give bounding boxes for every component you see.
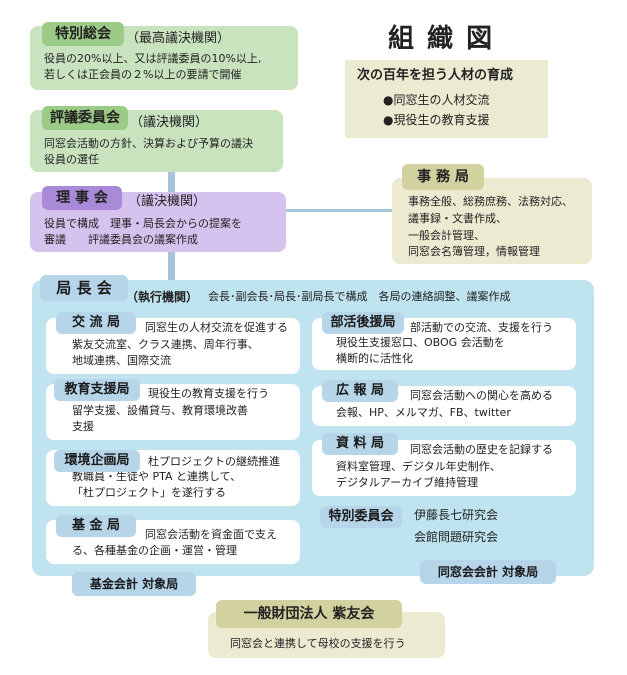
rijikai-tab: 理 事 会 xyxy=(42,186,122,210)
connector-vertical-top xyxy=(168,172,175,194)
connector-vertical-mid xyxy=(168,252,175,282)
rijikai-desc: 役員で構成 理事・局長会からの提案を xyxy=(44,217,242,230)
rijikai-role: （議決機関） xyxy=(128,194,207,209)
shiyukai-desc: 同窓会と連携して母校の支援を行う xyxy=(230,637,406,650)
shiryo-summary: 同窓会活動の歴史を記録する xyxy=(410,443,553,456)
koryu-summary: 同窓生の人材交流を促進する xyxy=(145,321,288,334)
tokubetsu-iinkai-item: 伊藤長七研究会 xyxy=(414,508,499,522)
kikin-tab: 基 金 局 xyxy=(56,515,136,537)
kankyo-detail: 「杜プロジェクト」を遂行する xyxy=(72,486,226,499)
jimukyoku-panel: 事務全般、総務庶務、法務対応、 議事録・文書作成、 一般会計管理、 同窓会名簿管… xyxy=(392,178,592,264)
kikin-detail: る、各種基金の企画・運営・管理 xyxy=(72,544,237,557)
bukatsu-detail: 現役生支援窓口、OBOG 会活動を xyxy=(336,336,505,349)
kikin-kaikei-label: 基金会計 対象局 xyxy=(72,572,196,596)
tokubetsu-sokai-desc: 役員の20%以上、又は評議委員の10%以上, xyxy=(44,52,262,65)
kyokuchokai-tab: 局 長 会 xyxy=(40,275,128,301)
kyoiku-detail: 支援 xyxy=(72,420,94,433)
kikin-summary: 同窓会活動を資金面で支え xyxy=(145,528,277,541)
shiryo-detail: デジタルアーカイブ維持管理 xyxy=(336,476,479,489)
kyoiku-detail: 留学支援、設備貸与、教育環境改善 xyxy=(72,404,248,417)
jimukyoku-desc: 同窓会名簿管理，情報管理 xyxy=(408,245,540,258)
tokubetsu-iinkai-tab: 特別委員会 xyxy=(320,506,402,528)
hyogi-panel: （議決機関） 同窓会活動の方針、決算および予算の議決 役員の選任 xyxy=(30,110,283,172)
tokubetsu-iinkai-item: 会館問題研究会 xyxy=(414,530,499,544)
bukatsu-summary: 部活動での交流、支援を行う xyxy=(410,321,553,334)
kyoiku-summary: 現役生の教育支援を行う xyxy=(148,387,269,400)
tokubetsu-sokai-role: （最高議決機関） xyxy=(126,31,231,46)
shiryo-tab: 資 料 局 xyxy=(322,433,398,455)
jimukyoku-tab: 事 務 局 xyxy=(402,164,484,190)
kyokuchokai-desc: 会長･副会長･局長･副局長で構成 各局の連絡調整、議案作成 xyxy=(208,290,511,303)
bukatsu-detail: 横断的に活性化 xyxy=(336,352,413,365)
kankyo-summary: 杜プロジェクトの継続推進 xyxy=(148,455,280,468)
hyogi-desc: 役員の選任 xyxy=(44,153,99,166)
jimukyoku-desc: 議事録・文書作成、 xyxy=(408,212,507,225)
koho-tab: 広 報 局 xyxy=(322,380,398,402)
kyokuchokai-role: （執行機関） xyxy=(126,290,199,304)
hyogi-tab: 評議委員会 xyxy=(42,106,128,130)
koryu-tab: 交 流 局 xyxy=(56,312,136,334)
mission-item: ●現役生の教育支援 xyxy=(383,113,490,127)
kankyo-tab: 環境企画局 xyxy=(54,450,140,472)
dosokai-kaikei-label: 同窓会会計 対象局 xyxy=(420,560,556,584)
tokubetsu-sokai-tab: 特別総会 xyxy=(42,22,124,46)
koho-summary: 同窓会活動への関心を高める xyxy=(410,389,553,402)
shiyukai-tab: 一般財団法人 紫友会 xyxy=(216,600,402,628)
bukatsu-tab: 部活後援局 xyxy=(322,312,404,334)
shiryo-detail: 資料室管理、デジタル年史制作、 xyxy=(336,460,501,473)
connector-horizontal-jimukyoku xyxy=(286,209,396,212)
jimukyoku-desc: 一般会計管理、 xyxy=(408,229,485,242)
kyoiku-tab: 教育支援局 xyxy=(54,379,140,401)
rijikai-desc: 審議 評議委員会の議案作成 xyxy=(44,233,198,246)
page-title: 組 織 図 xyxy=(388,24,495,54)
mission-heading: 次の百年を担う人材の育成 xyxy=(357,68,514,83)
mission-item: ●同窓生の人材交流 xyxy=(383,93,490,107)
hyogi-role: （議決機関） xyxy=(130,115,209,130)
kankyo-detail: 教職員・生徒や PTA と連携して、 xyxy=(72,470,242,483)
koryu-detail: 地域連携、国際交流 xyxy=(72,354,171,367)
koho-detail: 会報、HP、メルマガ、FB、twitter xyxy=(336,406,511,419)
jimukyoku-desc: 事務全般、総務庶務、法務対応、 xyxy=(408,195,573,208)
tokubetsu-sokai-desc: 若しくは正会員の２%以上の要請で開催 xyxy=(44,68,242,81)
hyogi-desc: 同窓会活動の方針、決算および予算の議決 xyxy=(44,137,253,150)
tokubetsu-sokai-panel: （最高議決機関） 役員の20%以上、又は評議委員の10%以上, 若しくは正会員の… xyxy=(30,26,298,90)
koryu-detail: 紫友交流室、クラス連携、周年行事、 xyxy=(72,338,259,351)
mission-box: 次の百年を担う人材の育成 ●同窓生の人材交流 ●現役生の教育支援 xyxy=(345,60,548,138)
